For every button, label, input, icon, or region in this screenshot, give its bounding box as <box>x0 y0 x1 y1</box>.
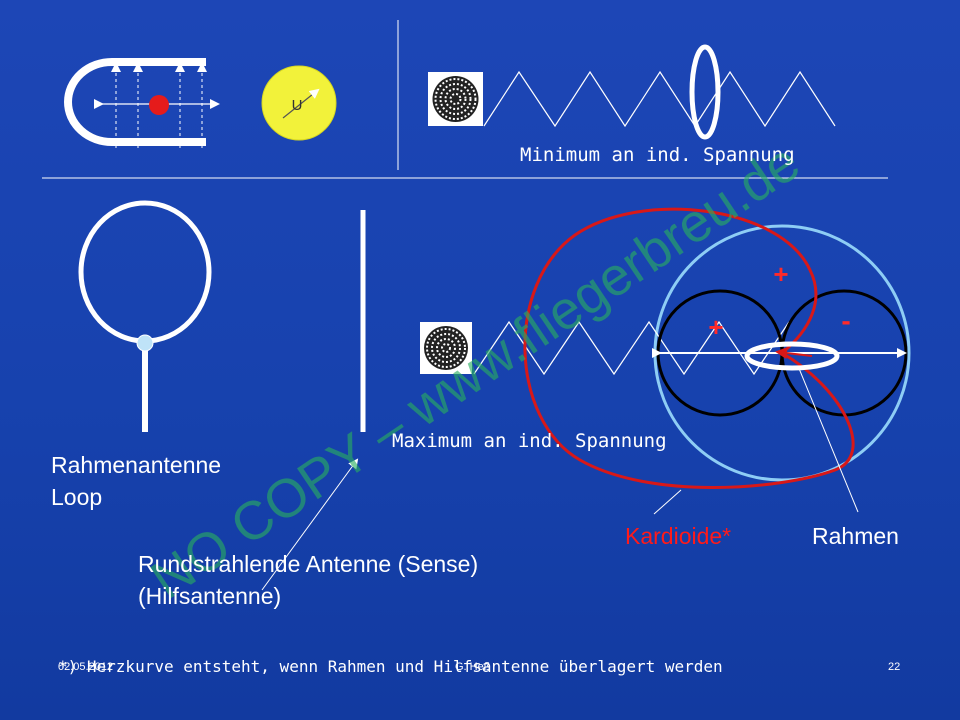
footer-author: G. Heß <box>455 661 491 673</box>
cardioid-curve <box>523 207 855 489</box>
ndb-beacon-icon <box>420 322 472 374</box>
label-rahmenantenne: Rahmenantenne <box>51 452 222 478</box>
u-shaped-conductor <box>64 58 206 146</box>
voltage-symbol: U <box>292 97 303 114</box>
footer-date: 02.05.2012 <box>58 661 114 673</box>
loop-ring-minimum <box>689 44 721 140</box>
loop-antenna <box>78 200 212 432</box>
label-hilfsantenne: (Hilfsantenne) <box>138 583 282 609</box>
sense-pointer-line <box>261 458 359 591</box>
footer-page-number: 22 <box>888 661 901 673</box>
label-rahmen: Rahmen <box>812 523 899 549</box>
label-maximum: Maximum an ind. Spannung <box>392 430 667 452</box>
ndb-beacon-icon <box>428 72 483 126</box>
rahmen-pointer-line <box>797 365 859 513</box>
voltage-meter-icon: U <box>261 65 337 141</box>
zigzag-wave <box>483 70 836 128</box>
label-sense-antenna: Rundstrahlende Antenne (Sense) <box>138 551 479 577</box>
footnote-text: *) Herzkurve entsteht, wenn Rahmen und H… <box>58 657 723 676</box>
minus-sign-right: - <box>841 305 850 336</box>
plus-sign-left: + <box>708 312 723 342</box>
kardioide-pointer-line <box>653 489 682 515</box>
red-dot <box>149 95 169 115</box>
label-kardioide: Kardioide* <box>625 523 732 549</box>
label-minimum: Minimum an ind. Spannung <box>520 144 795 166</box>
loop-field-diagram <box>64 58 220 148</box>
red-pointer-arrow <box>775 347 813 360</box>
loop-ring-maximum <box>744 341 840 371</box>
label-loop: Loop <box>51 484 103 510</box>
plus-sign-top: + <box>773 259 788 289</box>
